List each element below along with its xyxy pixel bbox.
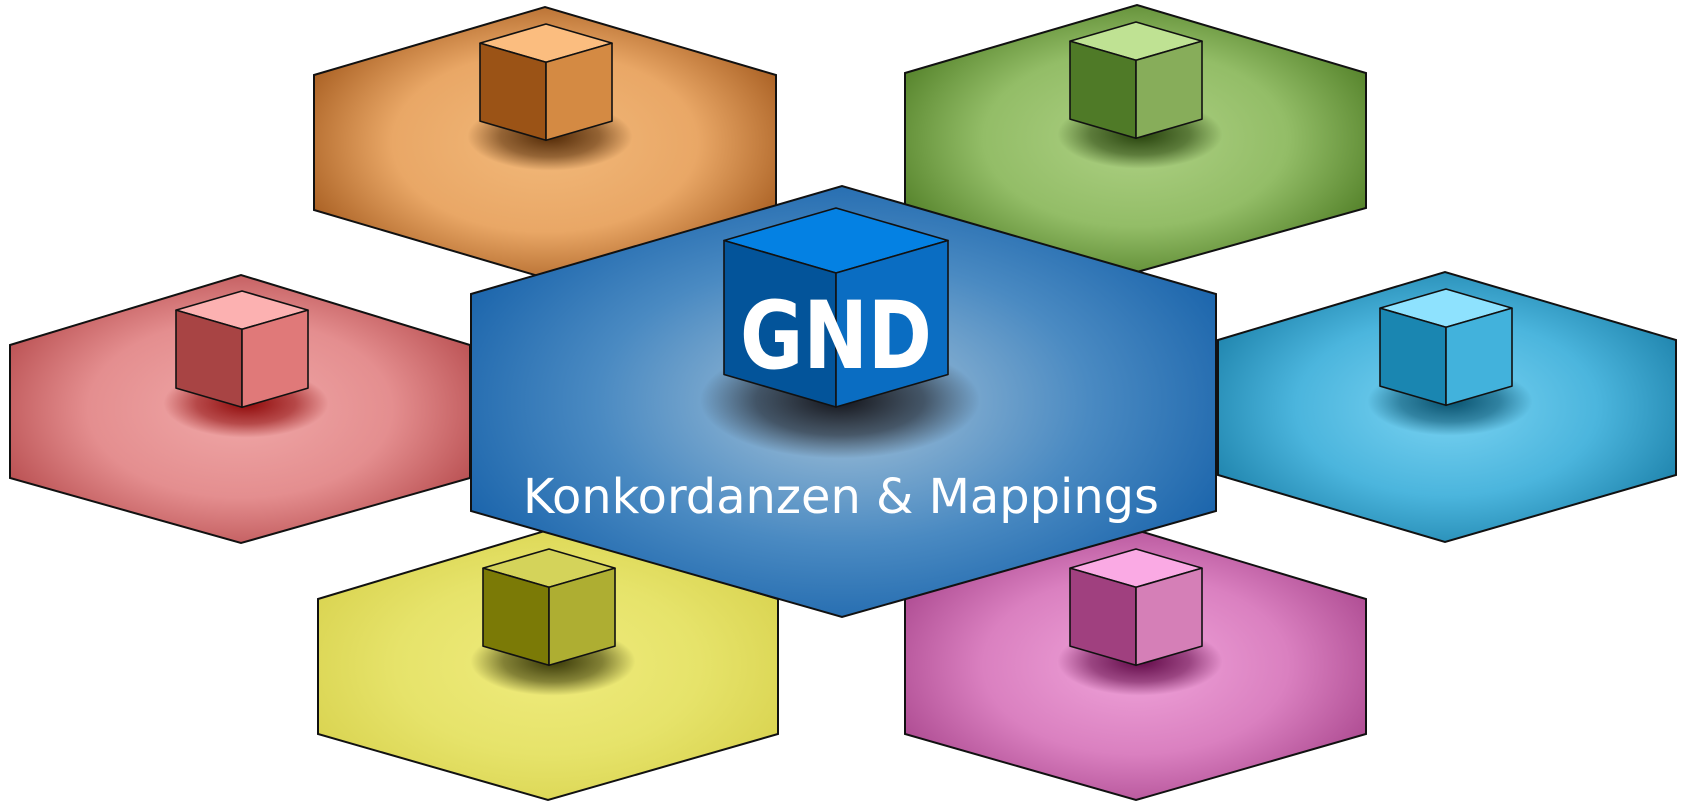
cube-icon bbox=[175, 290, 309, 409]
cube-icon bbox=[1069, 21, 1203, 140]
cube-icon bbox=[1379, 288, 1513, 407]
hexagon-yellow bbox=[317, 528, 779, 802]
cube-icon bbox=[479, 23, 613, 142]
hexagon-cyan bbox=[1217, 270, 1677, 544]
center-label: Konkordanzen & Mappings bbox=[523, 469, 1159, 525]
cube-icon bbox=[482, 548, 616, 667]
hexagon-orange bbox=[313, 5, 777, 280]
hexagon-magenta bbox=[904, 528, 1367, 802]
cube-icon bbox=[723, 207, 949, 408]
cube-icon bbox=[1069, 548, 1203, 667]
hexagon-center-gnd bbox=[470, 184, 1217, 619]
gnd-logo-text: GND bbox=[740, 282, 932, 391]
hexagon-green bbox=[904, 3, 1367, 274]
hexagon-red bbox=[9, 273, 471, 545]
